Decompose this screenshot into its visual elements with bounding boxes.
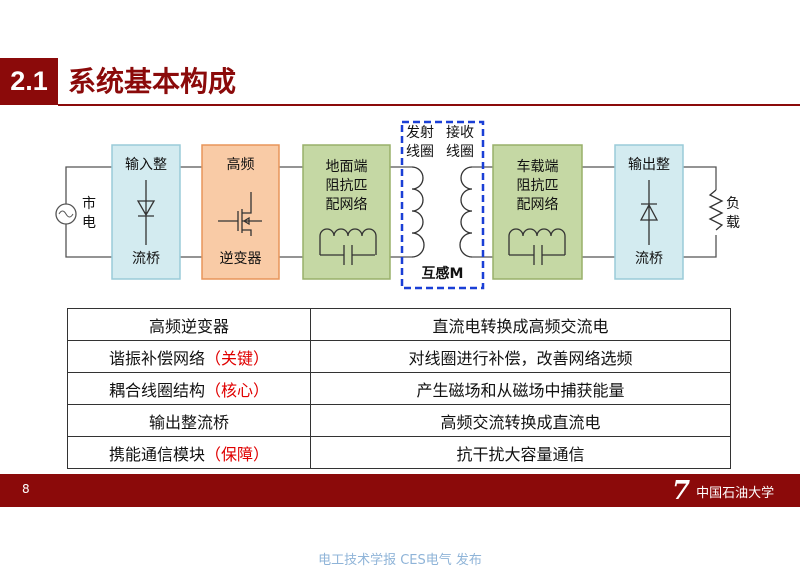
system-block-diagram xyxy=(55,120,724,290)
mains-label: 市电 xyxy=(82,196,96,231)
output-rectifier-label-top: 输出整 xyxy=(628,157,670,173)
section-number: 2.1 xyxy=(0,58,58,105)
load-label: 负载 xyxy=(726,196,740,231)
mosfet-icon xyxy=(218,192,262,236)
input-rectifier-label-top: 输入整 xyxy=(125,157,167,173)
table-row: 耦合线圈结构（核心）产生磁场和从磁场中捕获能量 xyxy=(67,372,731,405)
table-row: 谐振补偿网络（关键）对线圈进行补偿，改善网络选频 xyxy=(67,340,731,373)
title-divider xyxy=(58,104,800,106)
inverter-label-top: 高频 xyxy=(226,157,255,173)
input-rectifier-label-bottom: 流桥 xyxy=(132,251,160,267)
lc-network-icon xyxy=(508,228,566,265)
tx-coil-label: 发射线圈 xyxy=(406,125,434,160)
table-row: 携能通信模块（保障）抗干扰大容量通信 xyxy=(67,436,731,469)
inverter-label-bottom: 逆变器 xyxy=(219,251,262,267)
rx-coil-icon xyxy=(459,166,473,258)
component-table: 高频逆变器直流电转换成高频交流电 谐振补偿网络（关键）对线圈进行补偿，改善网络选… xyxy=(67,308,731,469)
tx-coil-icon xyxy=(411,166,425,258)
mutual-inductance-label: 互感M xyxy=(421,266,464,282)
diode-icon xyxy=(136,180,156,245)
diode-icon xyxy=(639,180,659,245)
vehicle-matching-label: 车载端阻抗匹配网络 xyxy=(516,159,559,213)
ground-matching-block xyxy=(302,144,391,280)
inverter-block xyxy=(201,144,280,280)
page-title: 系统基本构成 xyxy=(68,65,237,98)
table-row: 输出整流桥高频交流转换成直流电 xyxy=(67,404,731,437)
output-rectifier-label-bottom: 流桥 xyxy=(635,251,663,267)
ground-matching-label: 地面端阻抗匹配网络 xyxy=(325,159,368,213)
mutual-inductance-box xyxy=(400,120,485,290)
publisher-credit: 电工技术学报 CES电气 发布 xyxy=(318,553,482,568)
vehicle-matching-block xyxy=(492,144,583,280)
footer-bar xyxy=(0,474,800,507)
rx-coil-label: 接收线圈 xyxy=(446,125,474,160)
table-row: 高频逆变器直流电转换成高频交流电 xyxy=(67,308,731,341)
lc-network-icon xyxy=(319,228,377,265)
university-logo: 7 中国石油大学 xyxy=(672,476,775,506)
load-resistor-icon xyxy=(708,189,724,231)
page-number: 8 xyxy=(22,482,30,496)
ac-source-icon xyxy=(55,203,77,225)
